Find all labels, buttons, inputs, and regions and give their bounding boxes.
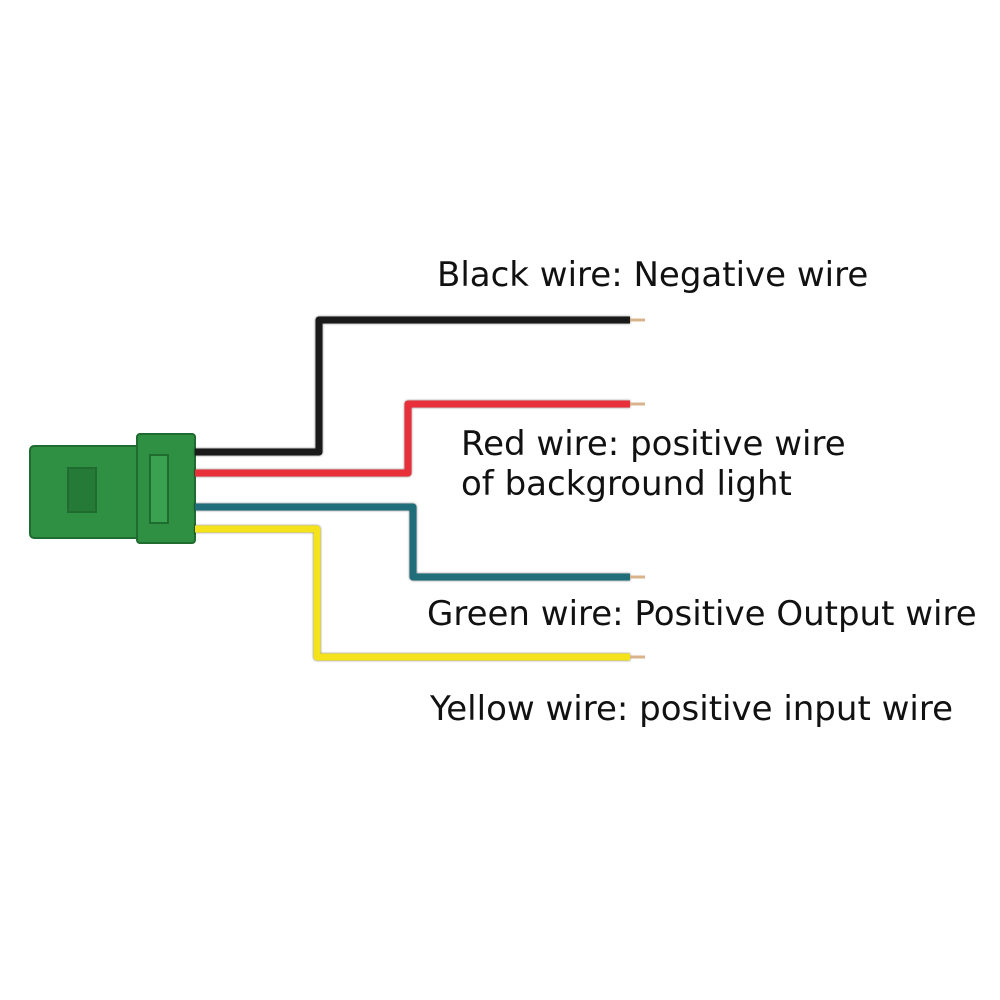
red-wire-label-line-2: of background light [461,464,792,504]
wire-red [195,400,645,477]
green-wire-label: Green wire: Positive Output wire [427,594,977,634]
red-wire-label-line-1: Red wire: positive wire [461,424,846,464]
yellow-wire-path [195,525,630,661]
green-connector-icon [29,433,196,544]
wire-black [195,316,645,456]
black-wire-label: Black wire: Negative wire [437,255,869,295]
yellow-wire-label: Yellow wire: positive input wire [430,689,953,729]
wire-yellow [195,525,645,661]
green-wire-path [195,503,630,581]
connector-latch [149,454,169,524]
connector-slot [67,467,97,513]
red-wire-path [195,400,630,477]
wire-green [195,503,645,581]
black-wire-path [195,316,630,456]
